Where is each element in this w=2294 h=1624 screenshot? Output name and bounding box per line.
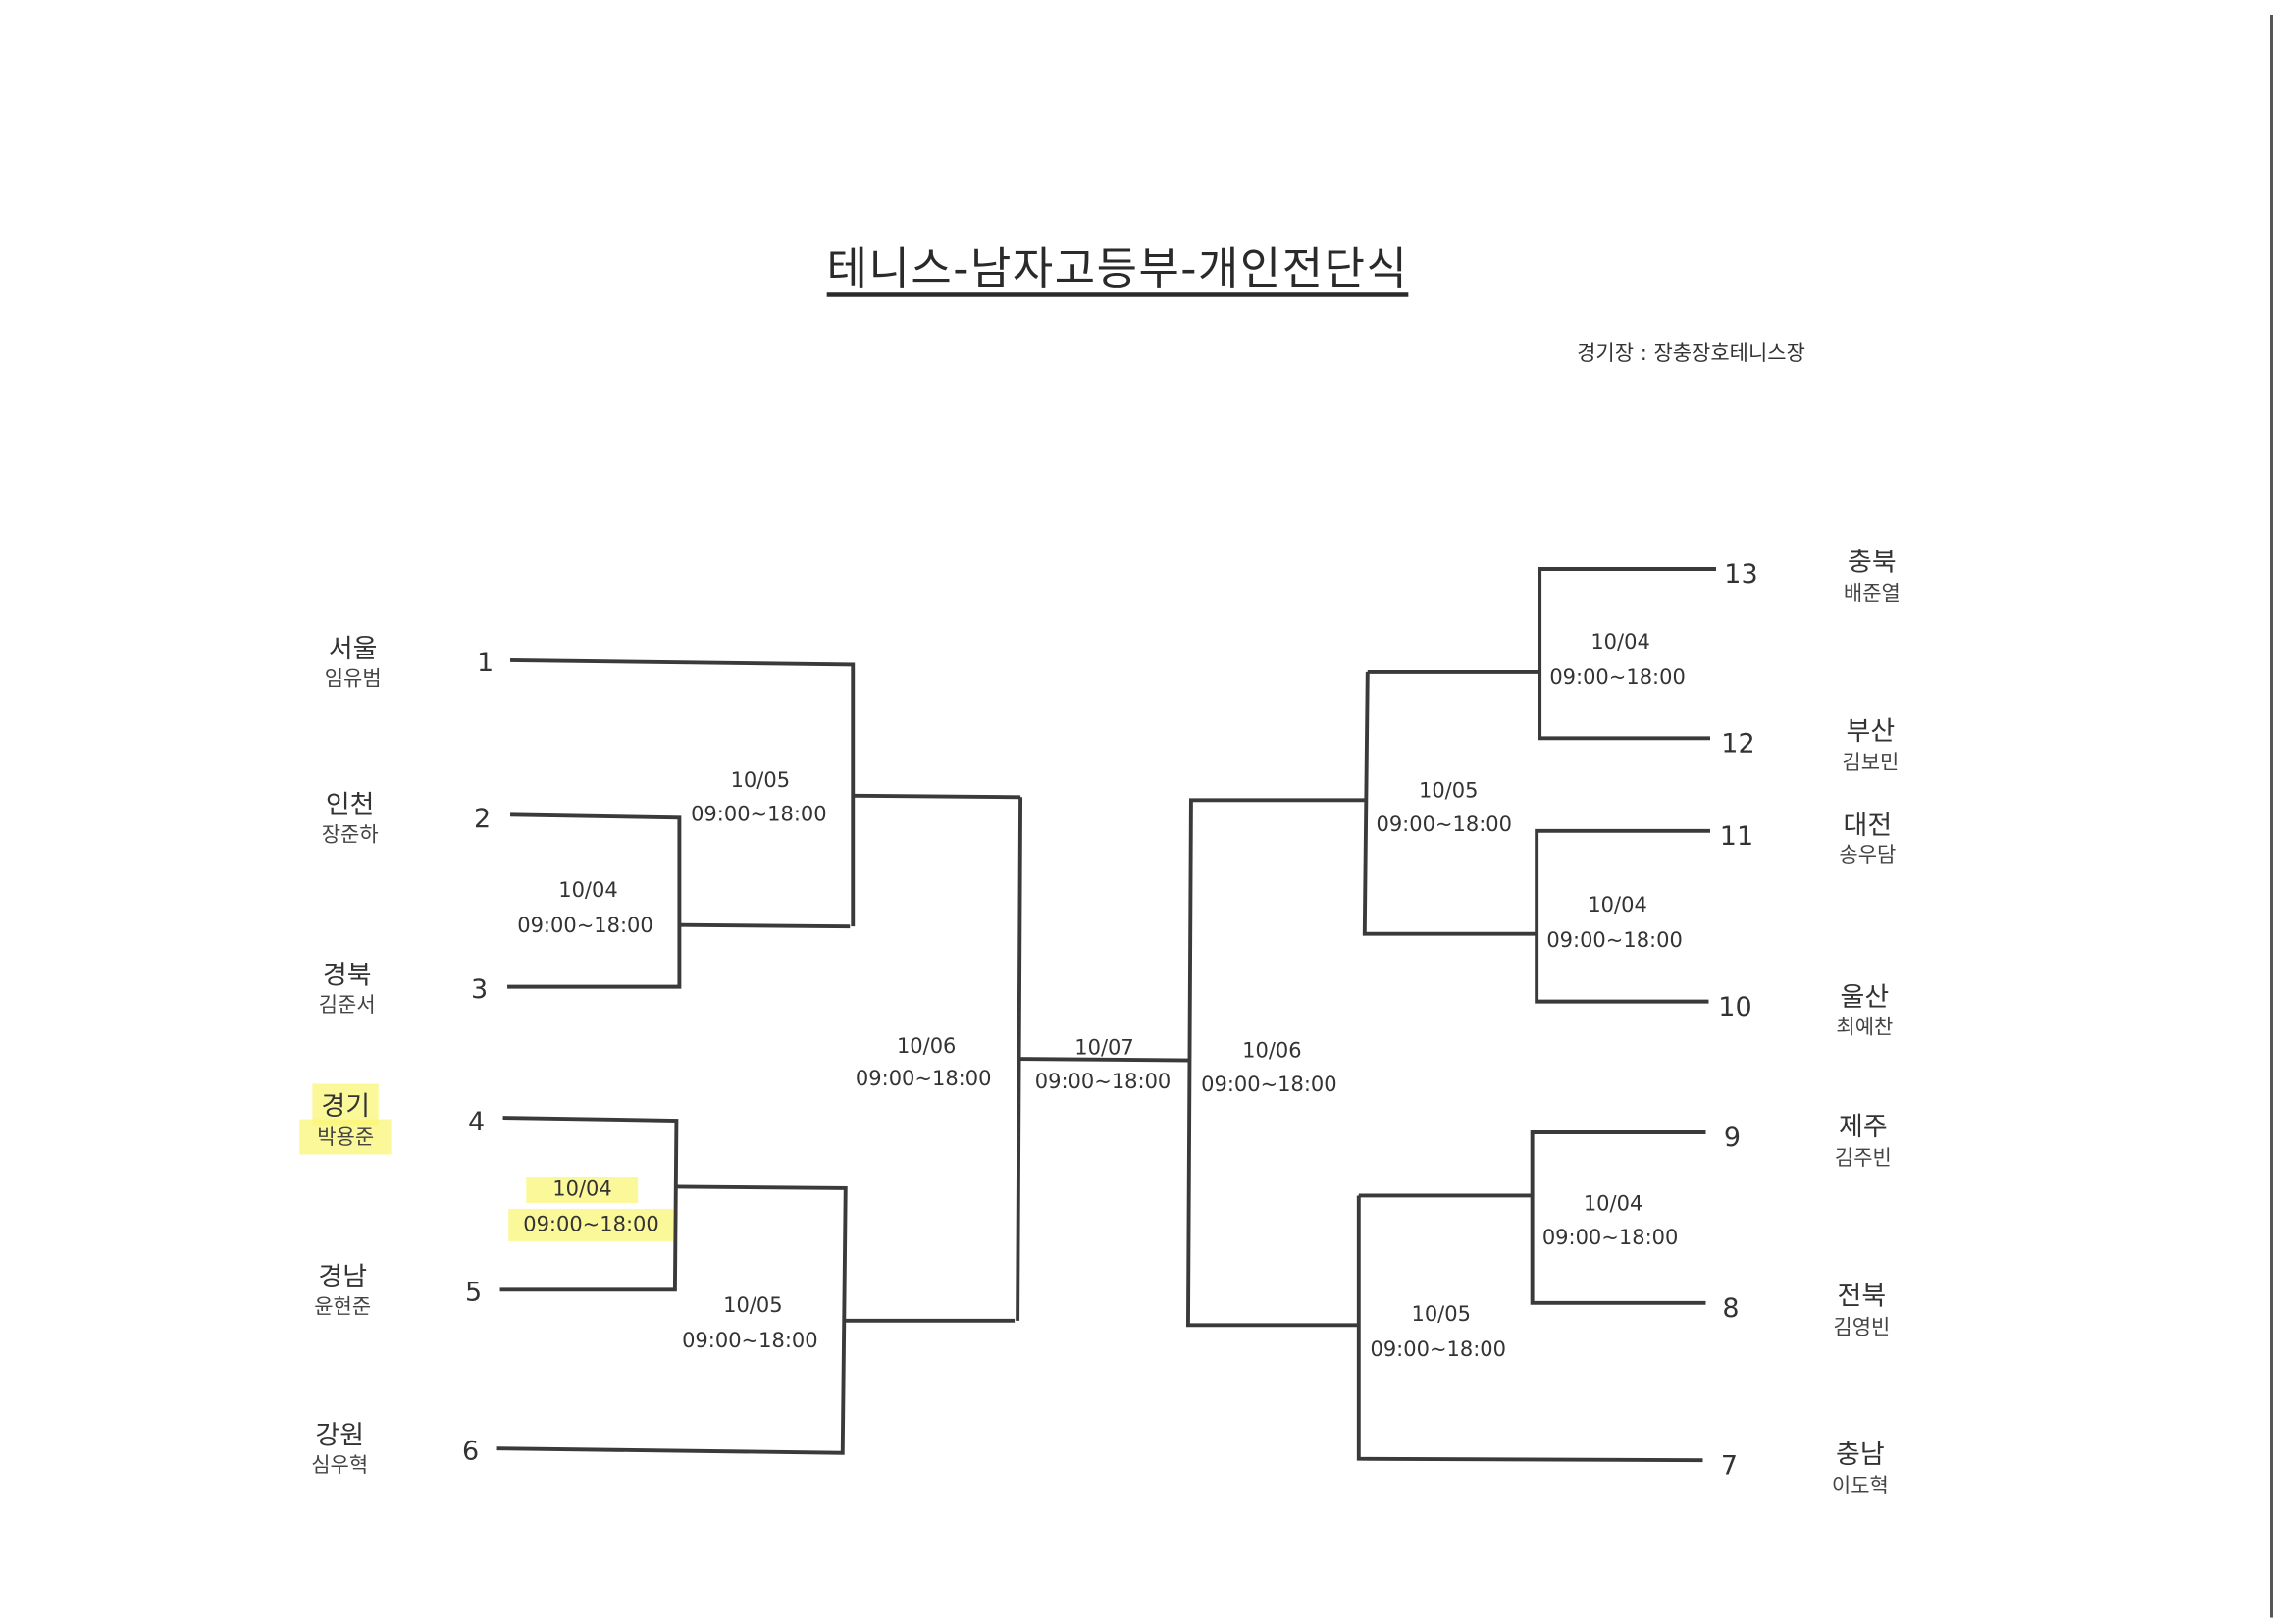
region-label: 전북	[1837, 1281, 1887, 1312]
line-r-upper	[1362, 671, 1538, 936]
seed-number: 4	[467, 1106, 486, 1138]
line-13v12	[1367, 567, 1716, 741]
seed-number: 13	[1724, 559, 1758, 591]
match-time: 09:00~18:00	[1546, 929, 1683, 954]
region-label: 제주	[1839, 1112, 1888, 1143]
line-2v3	[507, 812, 682, 989]
region-label-highlighted: 경기	[312, 1083, 380, 1126]
match-date-highlighted: 10/04	[526, 1176, 639, 1203]
seed-number: 10	[1718, 991, 1752, 1023]
seed-number: 5	[464, 1277, 483, 1309]
seed-number: 11	[1719, 821, 1754, 853]
seed-number: 3	[470, 973, 489, 1006]
player-name: 김준서	[318, 994, 376, 1019]
player-name: 김보민	[1842, 751, 1900, 775]
match-date: 10/06	[1242, 1039, 1302, 1064]
match-time: 09:00~18:00	[1549, 665, 1686, 690]
player-name: 임유범	[324, 667, 382, 692]
match-time: 09:00~18:00	[682, 1329, 818, 1353]
match-date: 10/06	[896, 1035, 957, 1060]
seed-number: 8	[1722, 1293, 1740, 1325]
page-title: 테니스-남자고등부-개인전단식	[826, 243, 1409, 296]
final-time: 09:00~18:00	[1034, 1071, 1172, 1095]
region-label: 부산	[1846, 715, 1896, 748]
player-name: 송우담	[1839, 844, 1897, 868]
seed-number: 12	[1721, 728, 1755, 760]
venue-label: 경기장 : 장충장호테니스장	[1577, 342, 1805, 367]
seed-number: 6	[462, 1436, 480, 1467]
match-date: 10/04	[558, 879, 618, 904]
match-date: 10/05	[1418, 779, 1479, 804]
player-name: 배준열	[1843, 582, 1901, 606]
line-2v3-winner	[679, 922, 851, 929]
match-time: 09:00~18:00	[1370, 1337, 1506, 1362]
match-date: 10/05	[730, 768, 791, 793]
match-time: 09:00~18:00	[517, 915, 653, 939]
region-label: 경북	[322, 960, 372, 992]
region-label: 서울	[328, 633, 378, 665]
player-name: 이도혁	[1831, 1475, 1889, 1499]
match-time: 09:00~18:00	[691, 803, 827, 827]
region-label: 경남	[318, 1261, 368, 1293]
seed-number: 9	[1723, 1123, 1742, 1154]
seed-number: 2	[473, 804, 492, 835]
region-label: 울산	[1840, 982, 1890, 1014]
line-seed-1	[510, 657, 856, 927]
line-4v5	[499, 1116, 679, 1292]
match-time-highlighted: 09:00~18:00	[508, 1208, 674, 1241]
line-9v8	[1530, 1130, 1706, 1305]
match-time: 09:00~18:00	[1376, 812, 1512, 837]
player-name: 윤현준	[314, 1295, 372, 1320]
player-name: 장준하	[321, 823, 379, 848]
region-label: 대전	[1843, 810, 1893, 842]
match-date: 10/04	[1590, 630, 1650, 655]
player-name: 최예찬	[1836, 1016, 1894, 1040]
match-date: 10/05	[723, 1293, 783, 1318]
player-name-highlighted: 박용준	[299, 1119, 392, 1155]
match-date: 10/04	[1583, 1192, 1643, 1217]
seed-number: 1	[476, 648, 495, 679]
match-time: 09:00~18:00	[1201, 1074, 1337, 1098]
match-time: 09:00~18:00	[1541, 1226, 1679, 1250]
seed-number: 7	[1720, 1450, 1739, 1482]
region-label: 강원	[315, 1420, 365, 1452]
match-date: 10/04	[1588, 894, 1647, 918]
line-r-semi	[1185, 798, 1365, 1328]
region-label: 인천	[325, 789, 375, 821]
region-label: 충남	[1836, 1440, 1885, 1471]
match-time: 09:00~18:00	[855, 1068, 992, 1092]
line-l-upper-winner	[853, 793, 1021, 800]
line-11v10	[1535, 828, 1710, 1004]
line-final	[1017, 1057, 1191, 1063]
region-label: 충북	[1848, 547, 1897, 578]
match-date: 10/05	[1411, 1302, 1471, 1327]
player-name: 김영빈	[1833, 1316, 1891, 1340]
scan-edge	[2269, 14, 2273, 1618]
final-date: 10/07	[1074, 1036, 1134, 1061]
player-name: 김주빈	[1834, 1146, 1892, 1171]
player-name: 심우혁	[311, 1454, 369, 1479]
line-r-lower	[1356, 1193, 1703, 1463]
